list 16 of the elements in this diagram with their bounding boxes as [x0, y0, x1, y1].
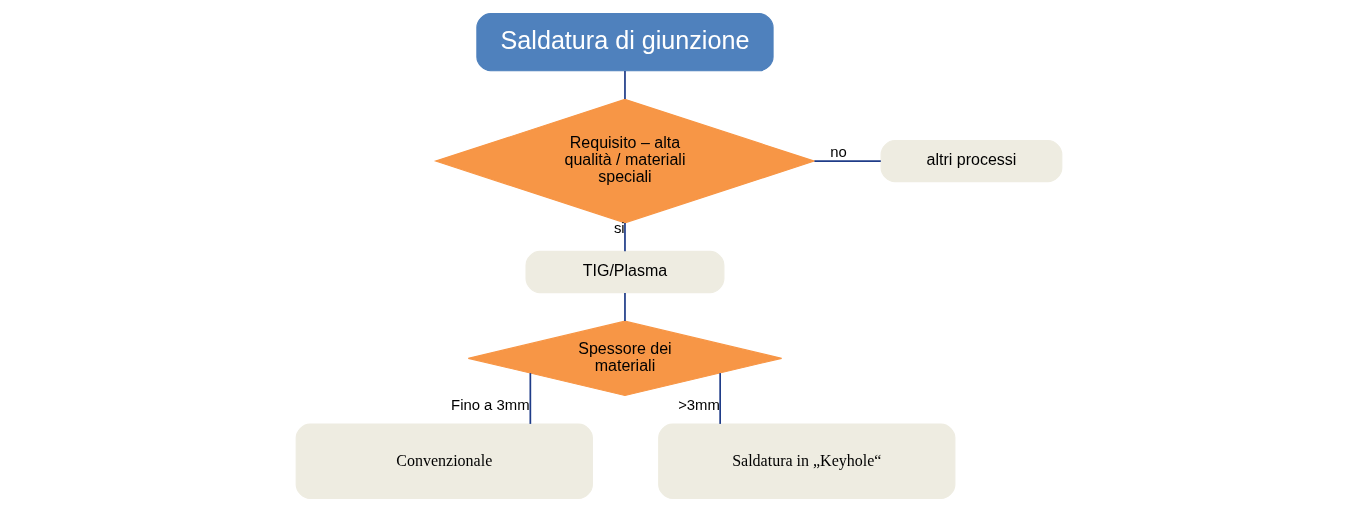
connector [624, 291, 626, 322]
edge-label: >3mm [678, 396, 720, 413]
connector [624, 221, 626, 252]
connector [719, 371, 722, 425]
node-box: Convenzionale [295, 423, 593, 499]
connector [624, 69, 626, 100]
node-box: Saldatura di giunzione [476, 12, 774, 71]
connector [813, 159, 882, 162]
node-box: Saldatura in „Keyhole“ [658, 423, 956, 499]
edge-label: Fino a 3mm [451, 396, 530, 413]
edge-label: no [830, 143, 847, 160]
connector [529, 371, 532, 425]
node-diamond: Requisito – alta qualità / materiali speciali [433, 98, 817, 223]
node-box: TIG/Plasma [525, 250, 725, 293]
node-box: altri processi [880, 139, 1063, 182]
node-diamond: Spessore dei materiali [467, 320, 783, 396]
